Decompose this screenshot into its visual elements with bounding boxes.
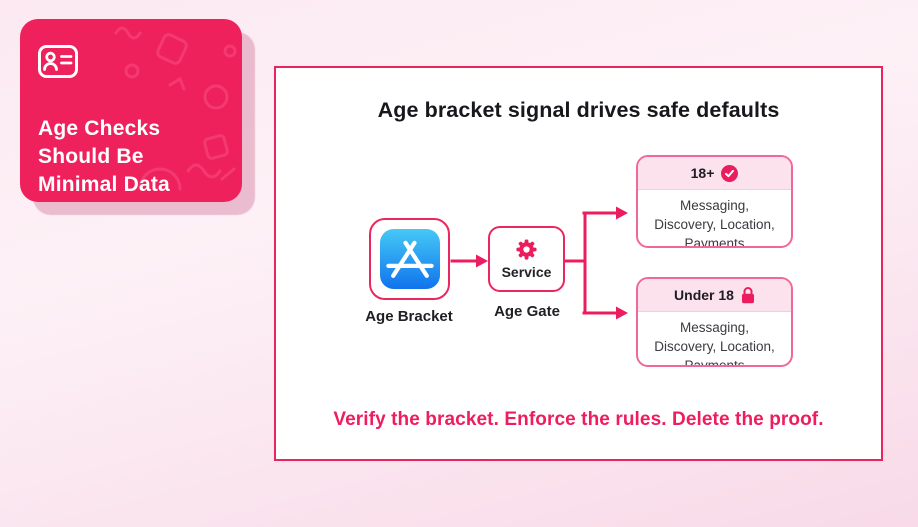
doodle-pattern (114, 26, 237, 191)
infographic-panel: Age bracket signal drives safe defaults (274, 66, 883, 461)
outcome-under18-title: Under 18 (674, 287, 734, 303)
body-line: Messaging, (679, 320, 750, 335)
app-store-icon (379, 229, 440, 289)
outcome-under18: Under 18 Messaging, Discovery, Location,… (636, 277, 793, 367)
card-title-line: Age Checks (38, 117, 161, 140)
body-line: Payments (684, 358, 745, 367)
tagline: Verify the bracket. Enforce the rules. D… (333, 409, 824, 430)
age-bracket-node (369, 218, 450, 300)
card-title-line: Should Be (38, 145, 144, 168)
body-line: Discovery, Location, (654, 339, 775, 354)
topic-card: Age Checks Should Be Minimal Data (20, 19, 242, 202)
body-line: Payments (684, 236, 745, 248)
service-label: Service (501, 264, 552, 280)
id-card-icon (38, 45, 78, 83)
outcome-18plus-header: 18+ (638, 157, 791, 190)
outcome-under18-header: Under 18 (638, 279, 791, 312)
card-title: Age Checks Should Be Minimal Data (38, 115, 170, 199)
arrow-head-icon (476, 254, 488, 268)
outcome-18plus-body: Messaging, Discovery, Location, Payments (638, 190, 791, 248)
arrow-head-icon (616, 306, 628, 320)
panel-title: Age bracket signal drives safe defaults (377, 98, 780, 122)
lock-icon (741, 286, 755, 304)
check-badge-icon (721, 164, 739, 182)
outcome-18plus: 18+ Messaging, Discovery, Location, Paym… (636, 155, 793, 248)
gear-icon (516, 239, 537, 260)
arrow-head-icon (616, 206, 628, 220)
body-line: Messaging, (679, 198, 750, 213)
flow-connectors (450, 206, 628, 320)
body-line: Discovery, Location, (654, 217, 775, 232)
outcome-18plus-title: 18+ (690, 165, 715, 181)
outcome-under18-body: Messaging, Discovery, Location, Payments (638, 312, 791, 367)
card-title-line: Minimal Data (38, 173, 170, 196)
age-bracket-label: Age Bracket (365, 308, 453, 325)
age-gate-label: Age Gate (494, 303, 560, 320)
flow-diagram: Age Bracket Service Age Gate (276, 68, 881, 459)
service-node: Service (488, 226, 565, 292)
